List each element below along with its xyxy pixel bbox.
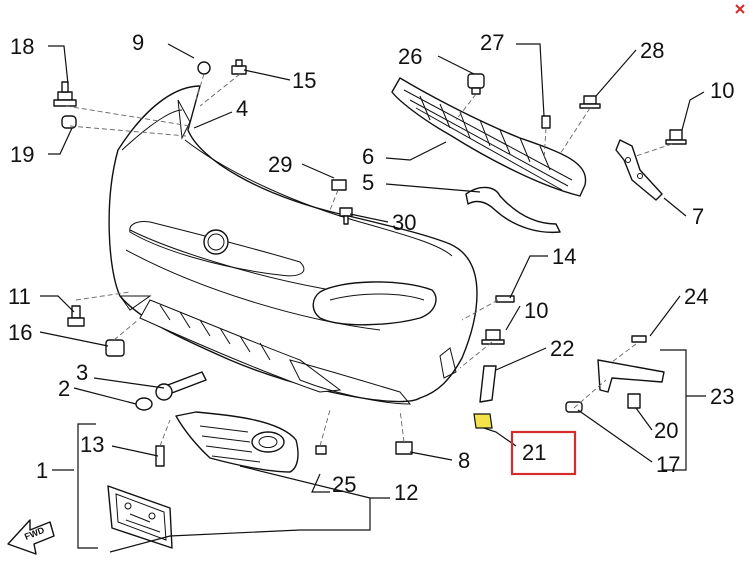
grille-part-6[interactable] <box>391 77 587 197</box>
callout-10-mid[interactable]: 10 <box>524 298 548 323</box>
screw-icon[interactable] <box>339 207 353 225</box>
callout-11[interactable]: 11 <box>8 284 31 309</box>
close-button[interactable] <box>734 2 746 15</box>
callout-22[interactable]: 22 <box>550 336 574 361</box>
clip-icon[interactable] <box>331 179 347 191</box>
clip-icon[interactable] <box>315 445 327 455</box>
callout-17[interactable]: 17 <box>656 452 680 477</box>
screw-icon[interactable] <box>565 401 583 413</box>
cover-part-2[interactable] <box>135 397 153 411</box>
callout-28[interactable]: 28 <box>640 38 664 63</box>
callout-15[interactable]: 15 <box>292 68 316 93</box>
callout-7[interactable]: 7 <box>692 204 704 229</box>
callout-13[interactable]: 13 <box>80 432 104 457</box>
callout-21[interactable]: 21 <box>522 440 546 465</box>
front-bumper-part-4[interactable] <box>108 85 478 405</box>
nut-icon[interactable] <box>197 61 211 75</box>
callout-4[interactable]: 4 <box>236 96 248 121</box>
bolt-icon[interactable] <box>231 59 247 75</box>
clip-icon[interactable] <box>467 73 485 95</box>
callout-8[interactable]: 8 <box>458 448 470 473</box>
clip-icon[interactable] <box>61 115 77 129</box>
fog-lamp-bezel-part-12[interactable] <box>175 411 299 473</box>
callout-6[interactable]: 6 <box>362 144 374 169</box>
callout-23[interactable]: 23 <box>710 384 734 409</box>
bolt-icon[interactable] <box>481 329 505 345</box>
callout-25[interactable]: 25 <box>332 472 356 497</box>
callout-16[interactable]: 16 <box>8 320 32 345</box>
callout-10-top[interactable]: 10 <box>710 78 734 103</box>
nut-icon[interactable] <box>395 441 413 455</box>
bracket-part-22[interactable] <box>479 365 497 403</box>
close-icon <box>734 3 746 15</box>
clip-part-21[interactable] <box>473 413 493 429</box>
callout-12[interactable]: 12 <box>394 480 418 505</box>
callout-leader-lines <box>39 43 706 553</box>
bracket-part-7[interactable] <box>615 139 663 201</box>
callout-1[interactable]: 1 <box>36 458 48 483</box>
highlight-box-part-21 <box>510 430 577 476</box>
bolt-icon[interactable] <box>665 129 687 145</box>
callout-numbers: 18 9 15 4 19 26 27 28 10 6 5 29 30 7 14 … <box>8 30 734 505</box>
callout-18[interactable]: 18 <box>10 34 34 59</box>
clip-icon[interactable] <box>541 115 551 129</box>
callout-20[interactable]: 20 <box>654 418 678 443</box>
callout-9[interactable]: 9 <box>132 30 144 55</box>
bracket-part-23[interactable] <box>597 359 665 393</box>
forward-direction-arrow-icon: FWD <box>7 519 55 555</box>
callout-14[interactable]: 14 <box>552 244 576 269</box>
screw-icon[interactable] <box>631 335 647 343</box>
screw-icon[interactable] <box>53 81 77 107</box>
callout-19[interactable]: 19 <box>10 142 34 167</box>
callout-2[interactable]: 2 <box>58 376 70 401</box>
clip-icon[interactable] <box>105 339 125 357</box>
bolt-icon[interactable] <box>495 295 515 303</box>
fasteners <box>53 59 687 467</box>
callout-29[interactable]: 29 <box>268 152 292 177</box>
callout-3[interactable]: 3 <box>76 360 88 385</box>
license-plate-bracket-part-1[interactable] <box>107 485 173 549</box>
callout-5[interactable]: 5 <box>362 170 374 195</box>
callout-26[interactable]: 26 <box>398 44 422 69</box>
callout-24[interactable]: 24 <box>684 284 708 309</box>
trim-strip-part-5[interactable] <box>465 186 561 234</box>
bolt-icon[interactable] <box>67 305 85 327</box>
callout-30[interactable]: 30 <box>392 210 416 235</box>
callout-27[interactable]: 27 <box>480 30 504 55</box>
bolt-icon[interactable] <box>579 95 601 109</box>
assembly-guide-lines <box>65 73 673 447</box>
clip-icon[interactable] <box>627 393 641 409</box>
tow-eye-part-3[interactable] <box>155 371 207 401</box>
